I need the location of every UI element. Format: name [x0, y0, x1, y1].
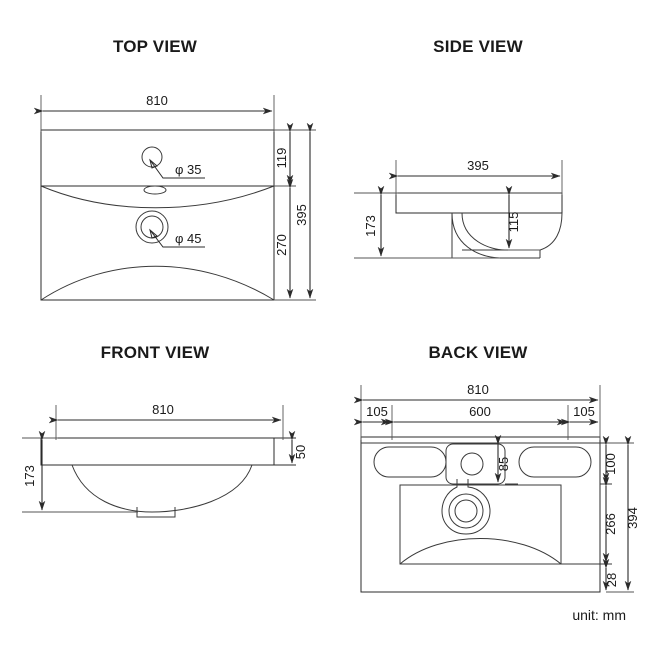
back-view-right-margin-label: 105 [573, 404, 595, 419]
back-view-dim-width: 810 [353, 382, 601, 440]
front-view-geometry [22, 437, 296, 518]
top-view-dim-width: 810 [33, 93, 275, 132]
front-view-height-label: 173 [22, 465, 37, 487]
top-view-bowl-depth-label: 270 [274, 234, 289, 256]
side-view-geometry [395, 192, 563, 259]
back-view-dim-segments: 105 600 105 [353, 404, 599, 440]
back-view-dim-tap-block: 85 [494, 434, 511, 483]
top-view-depth-label: 395 [294, 204, 309, 226]
back-view-left-margin-label: 105 [366, 404, 388, 419]
front-view-dim-width: 810 [48, 402, 284, 440]
back-view-height-label: 394 [625, 507, 640, 529]
front-view-dim-height: 173 [22, 430, 138, 513]
front-view-width-label: 810 [152, 402, 174, 417]
back-view-dim-band-mid: 266 [602, 476, 618, 563]
back-view-dim-band-top: 100 [602, 435, 618, 483]
top-view-geometry [40, 129, 275, 301]
side-view: SIDE VIEW 395 173 [354, 37, 563, 259]
back-view-tap-block-label: 85 [496, 457, 511, 471]
top-view-dim-bowl-depth: 270 [274, 178, 296, 301]
back-view-center-label: 600 [469, 404, 491, 419]
side-view-height-label: 173 [363, 215, 378, 237]
top-view: TOP VIEW 810 [33, 37, 316, 301]
unit-note: unit: mm [572, 607, 626, 623]
top-view-width-label: 810 [146, 93, 168, 108]
side-view-dim-bowl: 115 [505, 185, 541, 251]
back-view-dim-band-bottom: 28 [602, 558, 619, 591]
front-view-rim-label: 50 [293, 445, 308, 459]
top-view-hole-small-label: φ 35 [175, 162, 202, 177]
side-view-depth-label: 395 [467, 158, 489, 173]
side-view-title: SIDE VIEW [433, 37, 523, 56]
top-view-title: TOP VIEW [113, 37, 198, 56]
top-view-hole-large-label: φ 45 [175, 231, 202, 246]
top-view-dim-depth-total: 395 [290, 122, 316, 301]
back-view-dim-height-total: 394 [606, 435, 640, 593]
side-view-bowl-label: 115 [506, 212, 521, 233]
back-view-band-bottom-label: 28 [604, 573, 619, 587]
front-view: FRONT VIEW 810 173 50 [22, 343, 308, 518]
side-view-dim-height: 173 [354, 185, 500, 259]
back-view-band-top-label: 100 [603, 453, 618, 475]
back-view: BACK VIEW [353, 343, 640, 593]
side-view-dim-depth: 395 [388, 158, 563, 195]
top-view-dim-back-band: 119 [274, 122, 296, 187]
back-view-band-mid-label: 266 [603, 513, 618, 535]
top-view-band-label: 119 [274, 148, 289, 169]
front-view-dim-rim: 50 [288, 430, 308, 464]
front-view-title: FRONT VIEW [101, 343, 210, 362]
back-view-width-label: 810 [467, 382, 489, 397]
back-view-geometry [360, 436, 612, 593]
back-view-title: BACK VIEW [428, 343, 528, 362]
